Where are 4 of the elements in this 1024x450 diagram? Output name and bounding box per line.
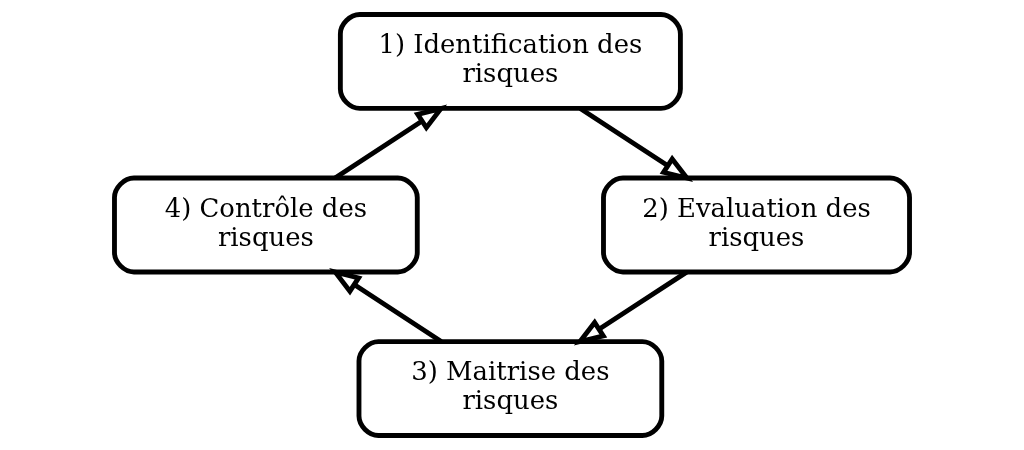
node-box: 2) Evaluation des risques bbox=[601, 175, 912, 275]
node-box: 1) Identification des risques bbox=[337, 12, 683, 111]
node-box: 4) Contrôle des risques bbox=[112, 175, 420, 275]
node-box: 3) Maitrise des risques bbox=[356, 339, 665, 438]
